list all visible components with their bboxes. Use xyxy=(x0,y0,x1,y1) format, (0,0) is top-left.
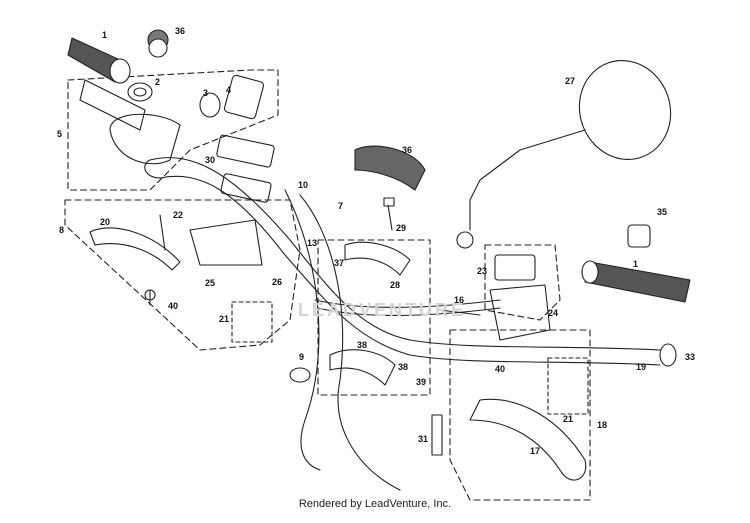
callout-2: 2 xyxy=(155,77,160,87)
callout-20: 20 xyxy=(100,217,110,227)
callout-1b: 1 xyxy=(633,259,638,269)
callout-28: 28 xyxy=(390,280,400,290)
callout-labels: 1 36 2 3 4 5 30 10 7 36 27 22 29 20 8 35… xyxy=(57,26,695,456)
callout-5: 5 xyxy=(57,129,62,139)
callout-37: 37 xyxy=(334,258,344,268)
callout-40b: 40 xyxy=(495,364,505,374)
right-grip xyxy=(581,260,691,303)
callout-39: 39 xyxy=(416,377,426,387)
callout-21b: 21 xyxy=(563,414,573,424)
callout-27: 27 xyxy=(565,76,575,86)
throttle-cable xyxy=(299,194,401,491)
callout-40: 40 xyxy=(168,301,178,311)
callout-36b: 36 xyxy=(402,145,412,155)
clutch-lever xyxy=(89,227,181,271)
callout-19: 19 xyxy=(636,362,646,372)
callout-22: 22 xyxy=(173,210,183,220)
callout-16: 16 xyxy=(454,295,464,305)
callout-26: 26 xyxy=(272,277,282,287)
clutch-cable xyxy=(284,189,321,471)
callout-10: 10 xyxy=(298,180,308,190)
callout-21: 21 xyxy=(219,314,229,324)
callout-1: 1 xyxy=(102,30,107,40)
callout-38b: 38 xyxy=(398,362,408,372)
callout-13: 13 xyxy=(307,238,317,248)
left-grip xyxy=(67,37,131,84)
callout-3: 3 xyxy=(203,88,208,98)
callout-8: 8 xyxy=(59,225,64,235)
callout-35: 35 xyxy=(657,207,667,217)
callout-4: 4 xyxy=(226,85,231,95)
callout-29: 29 xyxy=(396,223,406,233)
callout-9: 9 xyxy=(299,352,304,362)
callout-24: 24 xyxy=(548,308,558,318)
callout-17: 17 xyxy=(530,446,540,456)
callout-30: 30 xyxy=(205,155,215,165)
callout-33: 33 xyxy=(685,352,695,362)
callout-25: 25 xyxy=(205,278,215,288)
brake-lever xyxy=(469,398,587,481)
mirror xyxy=(456,60,672,249)
callout-36: 36 xyxy=(175,26,185,36)
callout-18: 18 xyxy=(597,420,607,430)
callout-23: 23 xyxy=(477,266,487,276)
render-credit: Rendered by LeadVenture, Inc. xyxy=(298,498,452,510)
handlebar xyxy=(149,157,661,351)
callout-31: 31 xyxy=(418,434,428,444)
callout-7: 7 xyxy=(338,201,343,211)
callout-38: 38 xyxy=(357,340,367,350)
